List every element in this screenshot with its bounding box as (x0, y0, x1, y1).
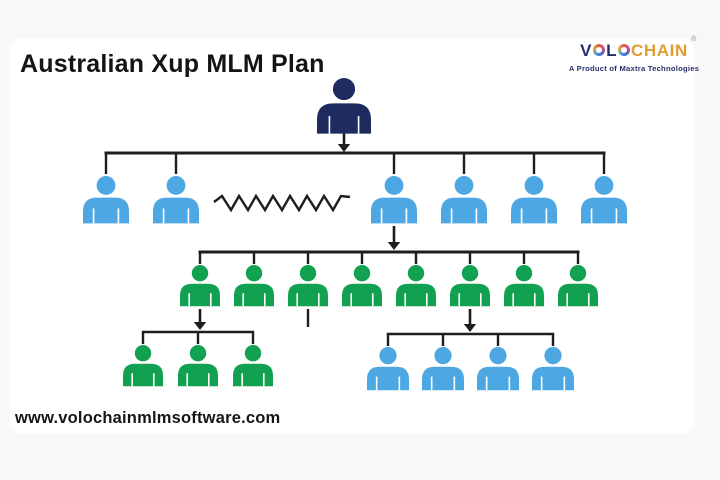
person-body (317, 103, 371, 134)
person-icon-level2 (234, 265, 274, 307)
person-icon-level2 (396, 265, 436, 307)
person-icon-frontline (441, 176, 487, 224)
person-icon-level3-left (233, 345, 273, 387)
person-body (422, 366, 464, 391)
person-body (178, 363, 218, 387)
arrow-head-icon (193, 322, 207, 330)
person-head (134, 345, 152, 362)
brand-letter-o-ring-inner (620, 46, 628, 54)
person-icon-level3-right (422, 347, 464, 391)
person-body (532, 366, 574, 391)
person-body (288, 283, 328, 307)
page-title: Australian Xup MLM Plan (20, 50, 325, 78)
person-body (504, 283, 544, 307)
arrow-head-icon (337, 144, 351, 152)
person-head (189, 345, 207, 362)
person-body (450, 283, 490, 307)
person-body (83, 197, 129, 224)
person-body (153, 197, 199, 224)
person-head (245, 265, 263, 282)
person-head (332, 78, 356, 101)
person-icon-root (317, 78, 371, 134)
person-head (434, 347, 452, 365)
person-body (234, 283, 274, 307)
person-icon-level2 (450, 265, 490, 307)
person-head (299, 265, 317, 282)
person-body (371, 197, 417, 224)
person-body (558, 283, 598, 307)
registered-mark: ® (691, 36, 697, 43)
brand-letter-o-ring (618, 44, 631, 56)
person-icon-frontline (83, 176, 129, 224)
person-head (379, 347, 397, 365)
person-head (454, 176, 474, 195)
person-body (511, 197, 557, 224)
person-icon-level2 (504, 265, 544, 307)
brand-letter-group: L (606, 41, 618, 60)
website-url: www.volochainmlmsoftware.com (15, 409, 281, 427)
arrow-head-icon (387, 242, 401, 250)
person-icon-level2 (342, 265, 382, 307)
person-head (244, 345, 262, 362)
person-head (569, 265, 587, 282)
person-body (367, 366, 409, 391)
person-icon-level2 (180, 265, 220, 307)
person-head (594, 176, 614, 195)
person-icon-frontline (581, 176, 627, 224)
person-head (544, 347, 562, 365)
person-head (166, 176, 186, 195)
person-icon-level3-right (477, 347, 519, 391)
person-icon-level3-right (367, 347, 409, 391)
person-body (441, 197, 487, 224)
person-head (191, 265, 209, 282)
person-head (353, 265, 371, 282)
person-body (342, 283, 382, 307)
brand-letter-o-ring (593, 44, 606, 56)
person-icon-level3-left (178, 345, 218, 387)
person-icon-frontline (371, 176, 417, 224)
person-icon-level2 (288, 265, 328, 307)
person-head (524, 176, 544, 195)
person-head (461, 265, 479, 282)
person-body (233, 363, 273, 387)
person-head (96, 176, 116, 195)
person-body (396, 283, 436, 307)
person-icon-level3-right (532, 347, 574, 391)
person-body (123, 363, 163, 387)
person-icon-frontline (153, 176, 199, 224)
person-body (180, 283, 220, 307)
person-body (581, 197, 627, 224)
person-head (515, 265, 533, 282)
brand-tagline: A Product of Maxtra Technologies (568, 64, 700, 73)
person-head (384, 176, 404, 195)
brand-letter-o-ring-inner (595, 46, 603, 54)
arrow-head-icon (463, 324, 477, 332)
zigzag-gap-line (213, 193, 351, 213)
person-icon-level2 (558, 265, 598, 307)
brand-letter-group: CHAIN (631, 41, 688, 60)
person-icon-level3-left (123, 345, 163, 387)
person-body (477, 366, 519, 391)
person-head (489, 347, 507, 365)
person-icon-frontline (511, 176, 557, 224)
brand-letter-group: V (580, 41, 593, 60)
person-head (407, 265, 425, 282)
